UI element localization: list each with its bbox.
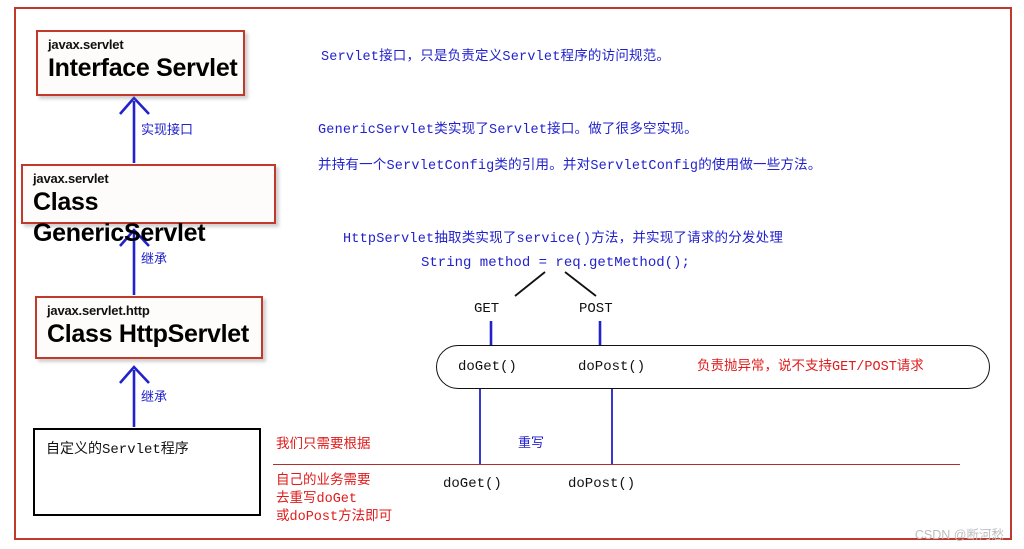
red-annotation-line3: 去重写doGet <box>276 492 358 507</box>
branch-label-get: GET <box>474 301 500 317</box>
horizontal-red-rule <box>273 464 960 465</box>
override-label-doget: doGet() <box>443 476 502 492</box>
branch-label-post: POST <box>579 301 613 317</box>
custom-servlet-label: 自定义的Servlet程序 <box>46 442 189 458</box>
red-annotation-line4: 或doPost方法即可 <box>276 510 393 525</box>
arrow-label-implements: 实现接口 <box>141 123 194 138</box>
method-container-box <box>436 345 990 389</box>
package-label: javax.servlet <box>33 171 109 186</box>
package-label: javax.servlet <box>48 37 124 52</box>
branch-lines-getmethod <box>514 271 597 297</box>
code-getmethod-line: String method = req.getMethod(); <box>421 255 690 271</box>
note-generic-servlet-line1: GenericServlet类实现了Servlet接口。做了很多空实现。 <box>318 123 698 138</box>
method-label-doget: doGet() <box>458 359 517 375</box>
arrow-extends-http-to-generic <box>119 228 150 295</box>
class-name-label: Interface Servlet <box>48 54 238 82</box>
note-http-servlet-line1: HttpServlet抽取类实现了service()方法，并实现了请求的分发处理 <box>343 232 784 247</box>
method-label-dopost: doPost() <box>578 359 646 375</box>
package-label: javax.servlet.http <box>47 303 150 318</box>
arrow-label-extends-1: 继承 <box>141 252 168 267</box>
class-box-interface-servlet[interactable]: javax.servlet Interface Servlet <box>36 30 245 96</box>
red-annotation-line2: 自己的业务需要 <box>276 474 371 489</box>
class-box-http-servlet[interactable]: javax.servlet.http Class HttpServlet <box>35 296 263 359</box>
csdn-watermark: CSDN @断河愁 <box>914 528 1004 542</box>
note-throw-exception: 负责抛异常，说不支持GET/POST请求 <box>697 360 924 375</box>
class-box-generic-servlet[interactable]: javax.servlet Class GenericServlet <box>21 164 276 247</box>
override-label-dopost: doPost() <box>568 476 636 492</box>
red-annotation-line1: 我们只需要根据 <box>276 438 371 453</box>
class-name-label: Class HttpServlet <box>47 320 249 348</box>
arrow-label-extends-2: 继承 <box>141 390 168 405</box>
label-override: 重写 <box>518 436 545 451</box>
note-generic-servlet-line2: 并持有一个ServletConfig类的引用。并对ServletConfig的使… <box>318 159 822 174</box>
arrow-extends-custom-to-http <box>119 365 150 427</box>
note-servlet-interface: Servlet接口，只是负责定义Servlet程序的访问规范。 <box>321 50 671 65</box>
class-name-label: Class GenericServlet <box>33 188 206 247</box>
arrow-implements <box>119 96 150 163</box>
class-box-custom-servlet[interactable]: 自定义的Servlet程序 <box>33 428 261 516</box>
